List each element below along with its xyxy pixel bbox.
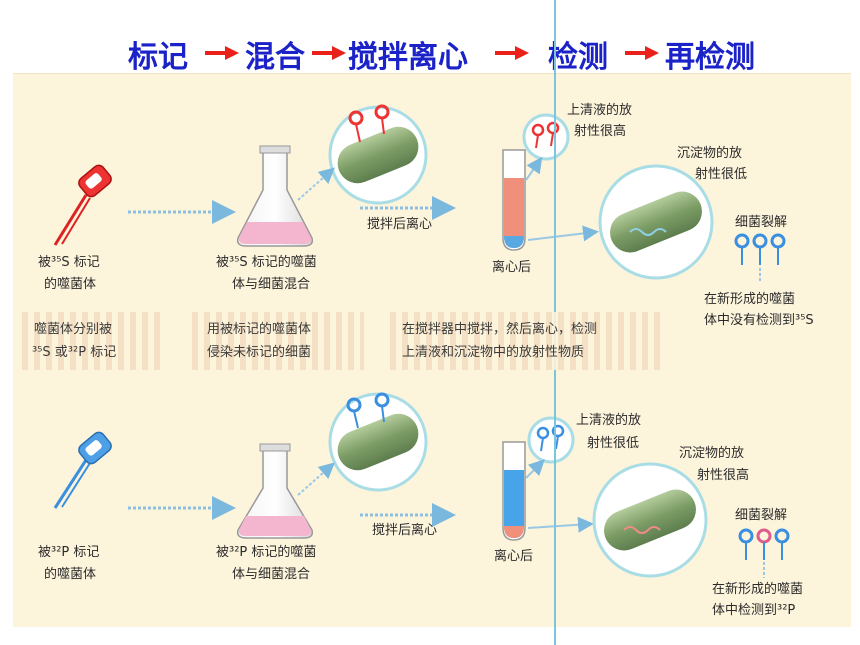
step-label: 检测: [548, 40, 608, 75]
lysis-label: 细菌裂解: [735, 508, 788, 523]
tube-label: 离心后: [494, 549, 534, 564]
phage-label: 被³⁵S 标记: [38, 255, 100, 270]
supernatant-label: 上清液的放: [567, 103, 633, 118]
arrow-icon: [312, 46, 346, 60]
note-text: ³⁵S 或³²P 标记: [32, 345, 117, 360]
sediment-circle: [598, 164, 714, 280]
offspring-phage-icon: [738, 528, 790, 560]
step-label: 混合: [245, 40, 305, 75]
flow-arrow: [297, 167, 335, 201]
supernatant-label: 射性很高: [574, 124, 627, 139]
arrow-icon: [625, 46, 659, 60]
note-text: 侵染未标记的细菌: [207, 345, 312, 360]
arrow-icon: [205, 46, 239, 60]
result-label: 体中检测到³²P: [712, 603, 796, 618]
flow-arrow: [297, 462, 335, 496]
flow-arrow: [527, 516, 594, 533]
step-label: 搅拌离心: [348, 40, 468, 75]
sediment-circle: [592, 462, 708, 578]
result-label: 在新形成的噬菌: [704, 292, 796, 307]
note-band: [192, 312, 364, 370]
supernatant-circle: [522, 113, 570, 161]
flask-icon: [236, 145, 314, 247]
flow-arrow: [525, 156, 543, 181]
infection-circle: [328, 392, 428, 492]
process-header: 标记 混合 搅拌离心 检测 再检测: [0, 32, 860, 80]
phage-label: 的噬菌体: [44, 567, 97, 582]
sediment-label: 沉淀物的放: [677, 146, 743, 161]
infection-circle: [328, 104, 428, 205]
note-text: 噬菌体分别被: [34, 322, 113, 337]
note-text: 在搅拌器中搅拌，然后离心，检测: [402, 322, 598, 337]
flask-label: 体与细菌混合: [232, 277, 311, 292]
blue-phage-icon: [53, 431, 112, 509]
test-tube-icon: [502, 149, 526, 251]
arrow-icon: [495, 46, 529, 60]
phage-label: 被³²P 标记: [38, 545, 100, 560]
result-label: 体中没有检测到³⁵S: [704, 313, 814, 328]
offspring-phage-icon: [734, 233, 786, 265]
supernatant-label: 射性很低: [587, 436, 640, 451]
flask-icon: [236, 443, 314, 539]
tube-label: 离心后: [492, 260, 532, 275]
phage-label: 的噬菌体: [44, 277, 97, 292]
supernatant-circle: [527, 416, 575, 464]
sediment-label: 沉淀物的放: [679, 446, 745, 461]
note-text: 用被标记的噬菌体: [207, 322, 312, 337]
step-label: 再检测: [665, 40, 755, 75]
flask-label: 被³⁵S 标记的噬菌: [216, 255, 317, 270]
flow-arrow: [527, 225, 599, 242]
result-label: 在新形成的噬菌: [712, 582, 804, 597]
centrifuge-label: 搅拌后离心: [372, 523, 438, 538]
flow-arrow: [525, 459, 545, 479]
sediment-label: 射性很低: [695, 167, 748, 182]
flask-label: 被³²P 标记的噬菌: [216, 545, 317, 560]
flask-label: 体与细菌混合: [232, 567, 311, 582]
lysis-label: 细菌裂解: [735, 215, 788, 230]
sediment-label: 射性很高: [697, 468, 750, 483]
test-tube-icon: [502, 441, 526, 541]
step-label: 标记: [128, 40, 188, 75]
note-band: [22, 312, 160, 370]
centrifuge-label: 搅拌后离心: [367, 217, 433, 232]
supernatant-label: 上清液的放: [576, 413, 642, 428]
note-band: [390, 312, 662, 370]
red-phage-icon: [53, 164, 112, 246]
note-text: 上清液和沉淀物中的放射性物质: [402, 345, 585, 360]
